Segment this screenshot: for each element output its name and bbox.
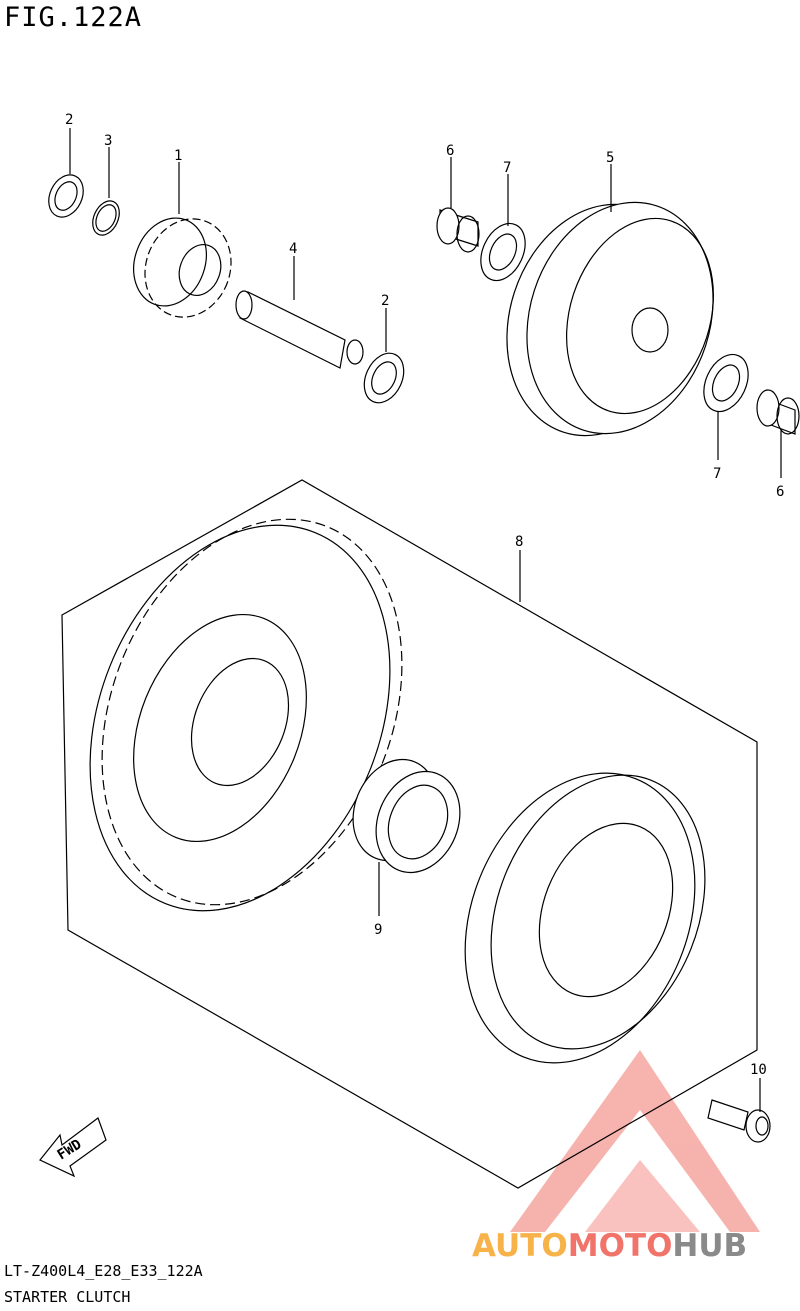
figure-title: FIG.122A (4, 2, 143, 33)
assembly-box-outline (61, 479, 758, 1189)
callout-5: 5 (606, 150, 614, 166)
callout-1: 1 (174, 148, 182, 164)
watermark-auto: AUTO (472, 1228, 568, 1264)
circlip-3 (92, 200, 120, 236)
figure-code: LT-Z400L4_E28_E33_122A (4, 1262, 203, 1280)
callout-9: 9 (374, 922, 382, 938)
bushing-6-right (756, 389, 800, 435)
needle-bearing-9 (352, 758, 461, 874)
washer-7-top (480, 222, 526, 282)
washer-2-top (48, 174, 84, 218)
callout-2-top: 2 (65, 112, 73, 128)
watermark-text: AUTOMOTOHUB (472, 1228, 747, 1264)
bolt-10 (707, 1099, 771, 1143)
figure-name: STARTER CLUTCH (4, 1288, 131, 1306)
washer-7-right (703, 353, 749, 413)
starter-clutch-gear-8 (89, 518, 403, 912)
shaft-4 (235, 290, 364, 369)
callout-3: 3 (104, 133, 112, 149)
callout-4: 4 (289, 241, 297, 257)
callout-2-middle: 2 (381, 293, 389, 309)
gear-1 (133, 217, 232, 318)
callout-7-top: 7 (503, 160, 511, 176)
watermark-hub: HUB (672, 1228, 748, 1264)
callout-7-right: 7 (713, 466, 721, 482)
leader-lines (69, 128, 782, 1112)
watermark-logo-icon (510, 1050, 760, 1232)
callout-10: 10 (750, 1062, 767, 1078)
one-way-clutch-8 (464, 772, 706, 1064)
bushing-6-top (436, 207, 480, 253)
callout-6-right: 6 (776, 484, 784, 500)
washer-2-middle (363, 352, 405, 404)
callout-6-top: 6 (446, 143, 454, 159)
idle-gear-5 (506, 201, 714, 437)
fwd-arrow-icon (39, 1117, 107, 1178)
watermark-moto: MOTO (567, 1228, 673, 1264)
callout-8: 8 (515, 534, 523, 550)
